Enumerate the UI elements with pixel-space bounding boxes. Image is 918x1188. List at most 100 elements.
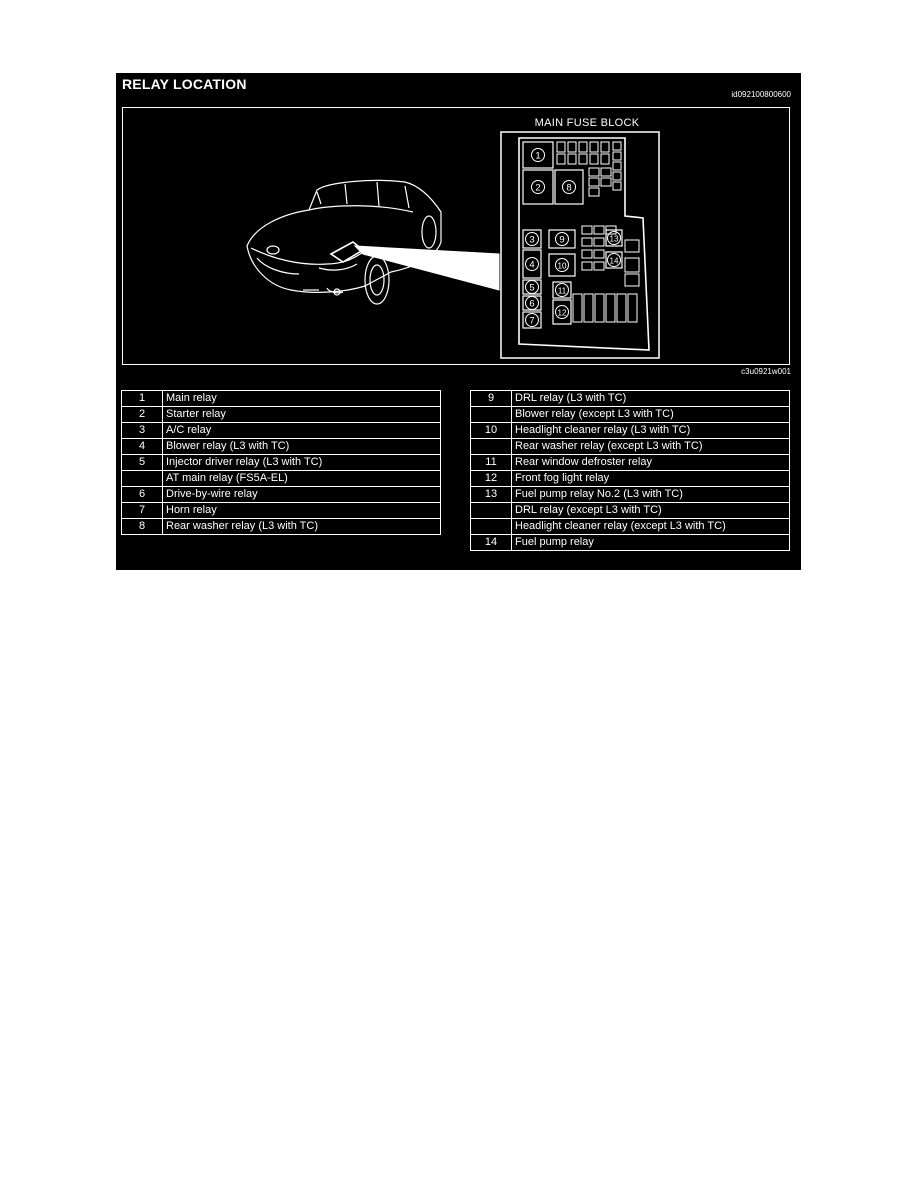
car-illustration xyxy=(246,179,442,305)
legend-number: 2 xyxy=(121,406,163,423)
callout-circle xyxy=(555,258,569,272)
legend-description: Main relay xyxy=(162,390,441,407)
relay-box xyxy=(552,281,572,299)
relay-box xyxy=(605,229,623,247)
fuse-block-frame xyxy=(500,131,660,359)
legend-description: Blower relay (except L3 with TC) xyxy=(511,406,790,423)
page-title: RELAY LOCATION xyxy=(122,76,247,92)
legend-number: 13 xyxy=(470,486,512,503)
legend-row: Headlight cleaner relay (except L3 with … xyxy=(470,518,790,535)
callout-number: 8 xyxy=(566,183,571,194)
legend-description: Rear window defroster relay xyxy=(511,454,790,471)
legend-number: 1 xyxy=(121,390,163,407)
callout-circle xyxy=(555,232,569,246)
legend-description: Headlight cleaner relay (L3 with TC) xyxy=(511,422,790,439)
relay-box xyxy=(548,253,576,277)
fuse-block-label: MAIN FUSE BLOCK xyxy=(534,117,640,129)
relay-box xyxy=(522,229,542,249)
relay-box xyxy=(548,229,576,249)
legend-row: Rear washer relay (except L3 with TC) xyxy=(470,438,790,455)
legend-row: DRL relay (except L3 with TC) xyxy=(470,502,790,519)
relay-box xyxy=(522,141,554,169)
legend-number xyxy=(470,438,512,455)
callout-number: 12 xyxy=(558,309,567,318)
callout-number: 6 xyxy=(529,299,534,310)
legend-number xyxy=(470,502,512,519)
fuse-cells xyxy=(556,141,640,323)
relay-box xyxy=(522,169,554,205)
callout-circle xyxy=(531,148,545,162)
relay-location-figure: MAIN FUSE BLOCK xyxy=(122,107,790,365)
fuse-block-housing xyxy=(518,137,650,351)
legend-number: 6 xyxy=(121,486,163,503)
relay-box xyxy=(552,299,572,325)
legend-number: 10 xyxy=(470,422,512,439)
callout-circle xyxy=(607,231,621,245)
callout-circle xyxy=(531,180,545,194)
legend-row: AT main relay (FS5A-EL) xyxy=(121,470,441,487)
legend-number: 9 xyxy=(470,390,512,407)
legend-description: Headlight cleaner relay (except L3 with … xyxy=(511,518,790,535)
legend-description: Injector driver relay (L3 with TC) xyxy=(162,454,441,471)
callout-circle xyxy=(525,296,539,310)
legend-description: AT main relay (FS5A-EL) xyxy=(162,470,441,487)
relay-box xyxy=(605,251,623,269)
legend-description: A/C relay xyxy=(162,422,441,439)
callout-circle xyxy=(525,257,539,271)
legend-description: DRL relay (L3 with TC) xyxy=(511,390,790,407)
callout-number: 5 xyxy=(529,283,534,294)
legend-description: Rear washer relay (L3 with TC) xyxy=(162,518,441,535)
callout-number: 9 xyxy=(559,235,564,246)
legend-number: 4 xyxy=(121,438,163,455)
legend-description: Starter relay xyxy=(162,406,441,423)
relay-box xyxy=(522,311,542,329)
legend-row: Blower relay (except L3 with TC) xyxy=(470,406,790,423)
legend-description: DRL relay (except L3 with TC) xyxy=(511,502,790,519)
callout-number: 1 xyxy=(535,151,540,162)
legend-description: Blower relay (L3 with TC) xyxy=(162,438,441,455)
legend-number xyxy=(470,518,512,535)
legend-description: Fuel pump relay xyxy=(511,534,790,551)
leader-beam xyxy=(353,245,500,291)
legend-description: Fuel pump relay No.2 (L3 with TC) xyxy=(511,486,790,503)
legend-number: 8 xyxy=(121,518,163,535)
legend-description: Drive-by-wire relay xyxy=(162,486,441,503)
callout-circle xyxy=(607,253,621,267)
callout-number: 3 xyxy=(529,235,534,246)
legend-number xyxy=(470,406,512,423)
callout-number: 4 xyxy=(529,260,534,271)
callout-circle xyxy=(555,305,569,319)
relay-box xyxy=(554,169,584,205)
figure-code-bottom: c3u0921w001 xyxy=(741,367,791,376)
callout-number: 14 xyxy=(610,257,619,266)
legend-description: Front fog light relay xyxy=(511,470,790,487)
legend-number xyxy=(121,470,163,487)
legend-number: 5 xyxy=(121,454,163,471)
legend-number: 7 xyxy=(121,502,163,519)
legend-number: 3 xyxy=(121,422,163,439)
callout-circle xyxy=(525,313,539,327)
legend-description: Horn relay xyxy=(162,502,441,519)
callout-number: 13 xyxy=(610,235,619,244)
relay-box xyxy=(522,249,542,279)
callout-circle xyxy=(525,280,539,294)
legend-description: Rear washer relay (except L3 with TC) xyxy=(511,438,790,455)
callout-circle xyxy=(525,232,539,246)
callout-number: 7 xyxy=(529,316,534,327)
callout-circle xyxy=(555,283,569,297)
